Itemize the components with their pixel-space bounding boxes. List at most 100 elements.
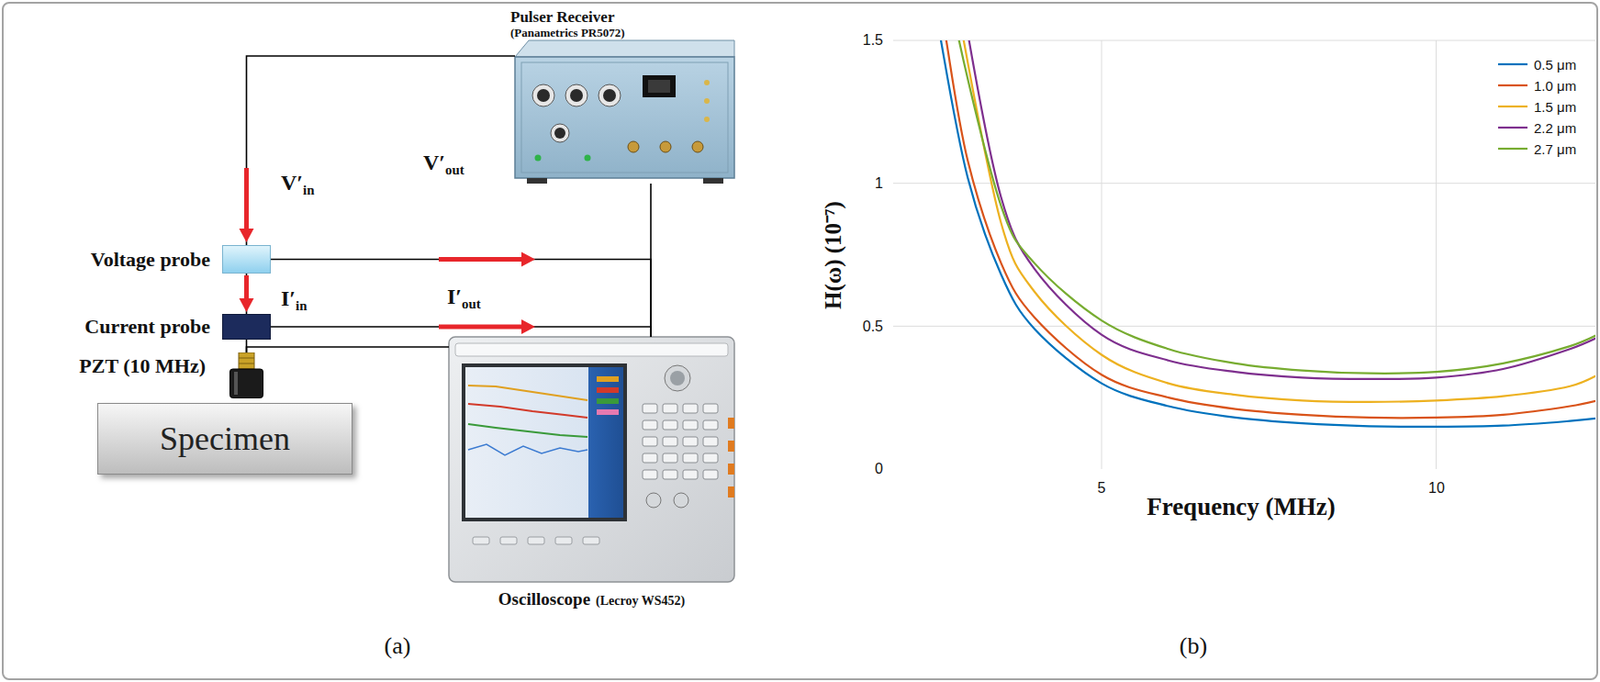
wire [246,346,450,353]
screen-bezel [461,363,627,522]
signal-label: V′in [280,170,315,199]
led [584,155,592,162]
signal-label: I′in [280,286,308,314]
legend-line [1498,105,1528,108]
knob [646,492,661,508]
knob [565,84,588,107]
arrow-head [239,298,255,313]
tick-label: 1.5 [862,32,884,49]
arrow-head [521,252,536,268]
pzt-connector [238,352,255,370]
screen [465,367,624,518]
pzt-transducer: PZT (10 MHz) [229,352,264,399]
pzt-connector [238,363,255,365]
signal-label: V′out [423,150,465,179]
device-front [514,56,735,179]
input-connector [727,440,735,452]
device-title: Oscilloscope [498,589,591,610]
legend-line [1498,147,1528,150]
specimen-block: Specimen [97,402,353,475]
legend-background [1490,51,1594,163]
trace [468,403,588,418]
knob [550,123,570,143]
channel-tag [596,409,619,415]
voltage-probe: Voltage probe [222,245,271,274]
indicator [704,98,710,104]
connector [627,141,639,153]
knob [598,84,621,107]
trace [468,444,588,456]
knob [603,89,616,102]
knob [673,492,689,508]
device-panel [521,62,728,173]
trace [468,424,588,437]
signal-arrow [438,324,522,330]
signal-arrow [244,275,249,299]
knob [670,370,685,386]
power-switch [648,79,671,93]
data-curve [949,40,1596,374]
connector [239,55,516,246]
legend-text: 0.5 μm [1533,56,1577,73]
legend-text: 2.2 μm [1533,120,1577,136]
connector [270,252,651,338]
indicator [704,116,710,123]
device-foot [526,178,548,184]
grid-line [893,40,1596,42]
panel-label: (a) [384,632,412,661]
signal-arrow [438,257,522,262]
channel-tag [596,398,619,404]
device-foot [703,178,724,184]
chart-legend [1490,51,1594,163]
probe-label: Current probe [84,314,211,339]
pzt-outline [229,352,264,399]
tick-label: 0 [874,460,884,478]
device-top [514,40,735,57]
led [535,155,542,162]
channel-tag [596,387,619,393]
subscript: in [295,298,307,314]
axis-title: Frequency (MHz) [1146,492,1336,522]
wire [270,326,651,337]
subscript: out [461,296,482,312]
tick-label: 1 [874,175,884,192]
subscript: in [302,182,314,198]
wire [649,183,652,337]
data-curve [936,40,1596,418]
oscilloscope: Oscilloscope(Lecroy WS452) [448,336,735,610]
current-probe: Current probe [222,313,271,340]
connector [692,141,704,153]
data-curve [961,40,1596,380]
bottom-buttons [472,537,600,545]
grid-line [1435,40,1437,470]
connector [650,183,652,337]
data-curve [930,40,1596,427]
tick-label: 10 [1428,480,1445,497]
arrow-head [521,319,536,335]
arrow-head [239,228,255,243]
wire [270,259,651,338]
pulser-receiver: Pulser Receiver(Panametrics PR5072) [514,7,735,184]
knob [532,84,555,107]
indicator [704,79,710,86]
input-connector [727,417,735,429]
data-curve [954,40,1596,403]
power-switch [642,75,676,98]
pzt-connector [238,358,255,359]
knob [537,89,550,102]
legend-line [1498,63,1528,66]
axis-title: H(ω) (10⁻⁷) [816,201,848,310]
connector [660,141,672,153]
signal-label: I′out [447,284,482,313]
input-connector [727,463,735,475]
legend-line [1498,126,1528,129]
knob [570,89,583,102]
pulser-receiver-illustration [514,40,735,184]
pzt-housing [230,369,264,399]
channel-tag [596,376,619,382]
caption-row: Oscilloscope(Lecroy WS452) [439,589,744,610]
wire [246,55,516,246]
